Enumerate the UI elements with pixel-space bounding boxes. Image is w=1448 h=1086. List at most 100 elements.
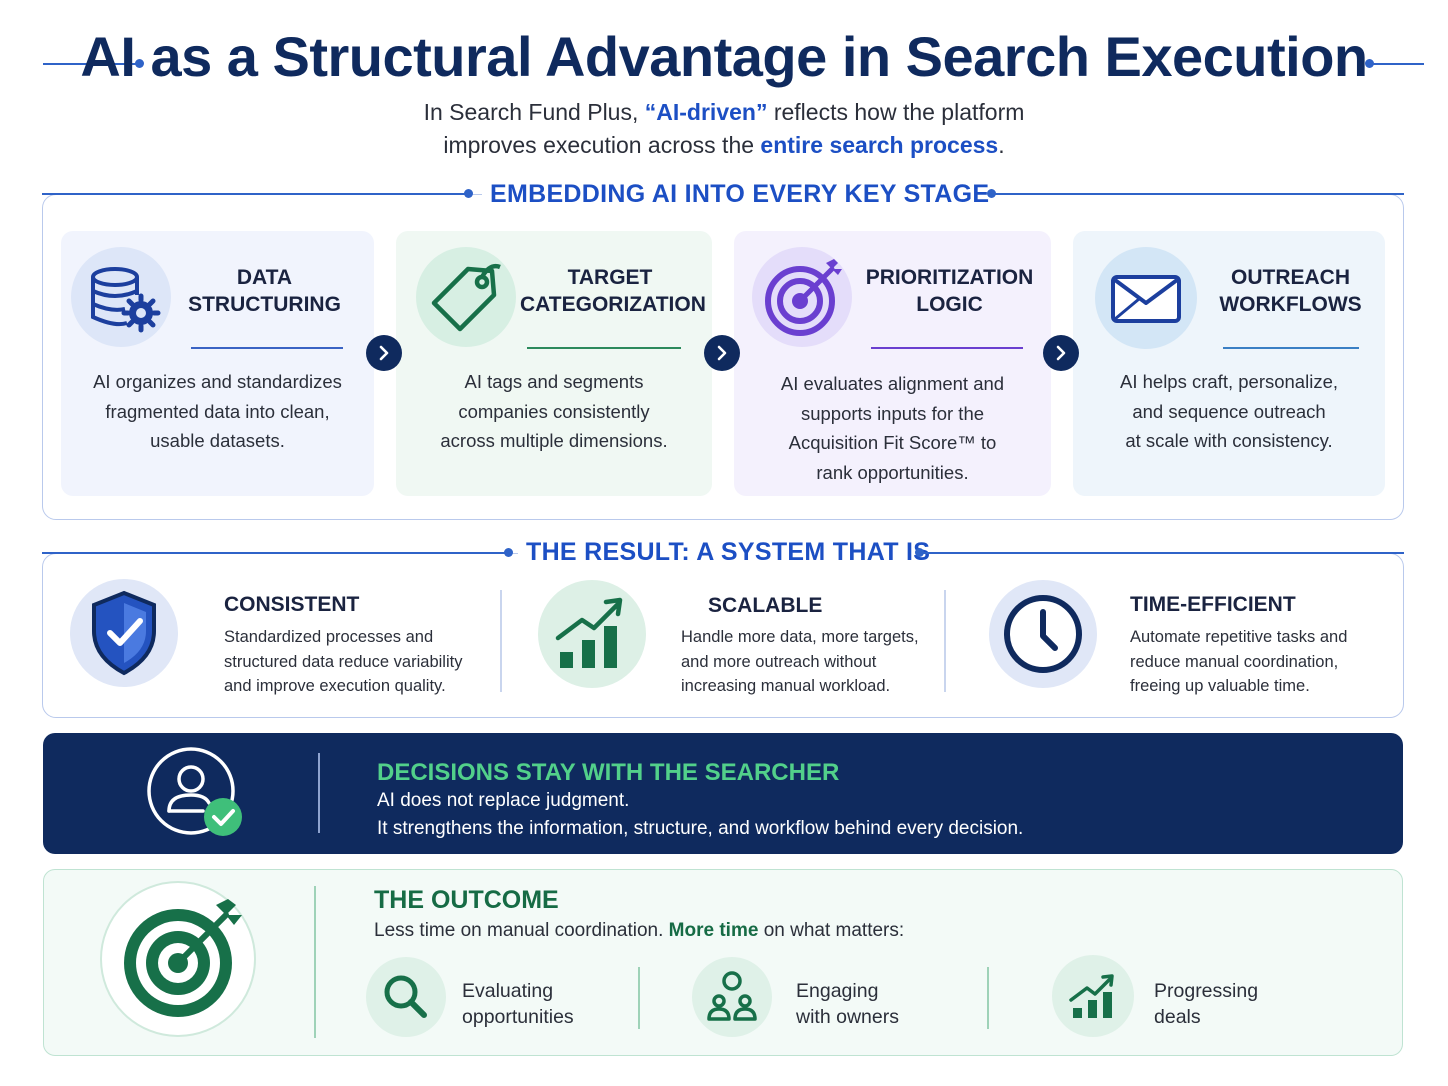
growth-chart-icon xyxy=(1052,955,1134,1037)
result-description: Standardized processes and structured da… xyxy=(224,625,462,699)
outcome-item-line: with owners xyxy=(796,1006,899,1028)
outcome-divider xyxy=(314,886,316,1038)
result-desc-line: and improve execution quality. xyxy=(224,677,446,695)
stage-desc-line: AI evaluates alignment and xyxy=(780,373,1005,394)
subtitle-highlight-search-process: entire search process xyxy=(760,132,999,158)
stage-desc-line: AI helps craft, personalize, xyxy=(1120,371,1338,392)
stage-title-line: CATEGORIZATION xyxy=(520,293,706,316)
chevron-right-icon xyxy=(366,335,402,371)
page-title: AI as a Structural Advantage in Search E… xyxy=(80,25,1368,88)
title-rule-left xyxy=(43,63,139,65)
stage-desc-line: rank opportunities. xyxy=(816,461,969,483)
result-desc-line: Handle more data, more targets, xyxy=(681,628,919,646)
people-icon xyxy=(692,957,772,1037)
result-title: CONSISTENT xyxy=(224,593,360,616)
outcome-item-divider xyxy=(638,967,640,1029)
stage-rule xyxy=(1223,347,1359,349)
outcome-sub-highlight: More time xyxy=(668,920,759,941)
stage-title-line: TARGET xyxy=(567,266,653,289)
stage-title-line: PRIORITIZATION xyxy=(865,266,1034,289)
stage-card-data-structuring: DATA STRUCTURING AI organizes and standa… xyxy=(61,231,374,496)
clock-icon xyxy=(989,580,1097,688)
target-arrow-icon xyxy=(752,247,852,347)
stage-title: TARGET CATEGORIZATION xyxy=(520,264,706,318)
stages-head-rule-right xyxy=(994,193,1404,195)
subtitle-text: In Search Fund Plus, xyxy=(423,99,645,125)
result-head-rule-left xyxy=(42,552,508,554)
stages-head-dot-right xyxy=(987,189,996,198)
outcome-item-line: Progressing xyxy=(1154,980,1259,1002)
result-heading: THE RESULT: A SYSTEM THAT IS xyxy=(518,538,939,567)
subtitle-text: reflects how the platform xyxy=(767,99,1025,125)
outcome-sub-text: Less time on manual coordination. xyxy=(374,920,669,941)
title-dot-left xyxy=(135,59,144,68)
title-dot-right xyxy=(1365,59,1374,68)
stage-desc-line: AI tags and segments xyxy=(464,371,644,392)
stage-card-outreach-workflows: OUTREACH WORKFLOWS AI helps craft, perso… xyxy=(1073,231,1385,496)
stage-desc-line: Acquisition Fit Score™ to xyxy=(788,432,997,453)
stage-card-prioritization-logic: PRIORITIZATION LOGIC AI evaluates alignm… xyxy=(734,231,1051,496)
decisions-line-1: AI does not replace judgment. xyxy=(377,790,630,811)
tag-icon xyxy=(416,247,516,347)
subtitle-text: . xyxy=(998,132,1005,158)
stage-desc-line: at scale with consistency. xyxy=(1125,430,1333,451)
stage-desc-line: across multiple dimensions. xyxy=(440,430,668,451)
magnifier-icon xyxy=(366,957,446,1037)
result-desc-line: structured data reduce variability xyxy=(224,652,463,671)
outcome-item-line: deals xyxy=(1154,1006,1201,1028)
result-head-dot-right xyxy=(915,548,924,557)
result-desc-line: increasing manual workload. xyxy=(681,677,891,695)
outcome-subtitle: Less time on manual coordination. More t… xyxy=(374,920,904,942)
outcome-sub-text: on what matters: xyxy=(758,920,905,941)
outcome-item-line: Engaging xyxy=(796,980,879,1002)
stage-desc-line: supports inputs for the xyxy=(800,402,985,424)
result-desc-line: and more outreach without xyxy=(681,652,877,671)
outcome-item-line: Evaluating xyxy=(462,980,554,1002)
stage-description: AI helps craft, personalize, and sequenc… xyxy=(1083,367,1375,456)
stage-rule xyxy=(871,347,1023,349)
outcome-item-progressing: Progressing deals xyxy=(1154,978,1258,1030)
growth-chart-icon xyxy=(538,580,646,688)
result-desc-line: Automate repetitive tasks and xyxy=(1130,628,1348,646)
stage-desc-line: and sequence outreach xyxy=(1132,400,1326,422)
stage-desc-line: AI organizes and standardizes xyxy=(93,371,342,392)
result-desc-line: freeing up valuable time. xyxy=(1130,677,1310,695)
user-check-icon xyxy=(145,745,245,845)
subtitle-highlight-ai-driven: “AI-driven” xyxy=(644,99,768,125)
stage-title-line: STRUCTURING xyxy=(188,293,341,316)
result-head-rule-right xyxy=(922,552,1404,554)
stage-title: DATA STRUCTURING xyxy=(187,264,342,318)
chevron-right-icon xyxy=(704,335,740,371)
result-divider xyxy=(500,590,502,692)
decisions-title: DECISIONS STAY WITH THE SEARCHER xyxy=(377,759,840,786)
outcome-item-evaluating: Evaluating opportunities xyxy=(462,978,574,1030)
envelope-icon xyxy=(1095,247,1197,349)
chevron-right-icon xyxy=(1043,335,1079,371)
result-desc-line: reduce manual coordination, xyxy=(1130,652,1339,671)
stage-description: AI organizes and standardizes fragmented… xyxy=(71,367,364,456)
stage-title-line: OUTREACH xyxy=(1231,266,1350,289)
stage-desc-line: usable datasets. xyxy=(150,430,285,451)
outcome-panel: THE OUTCOME Less time on manual coordina… xyxy=(43,869,1403,1056)
result-description: Automate repetitive tasks and reduce man… xyxy=(1130,625,1347,699)
shield-check-icon xyxy=(70,579,178,687)
result-title: TIME-EFFICIENT xyxy=(1130,593,1296,616)
result-desc-line: Standardized processes and xyxy=(224,628,434,646)
stage-title: PRIORITIZATION LOGIC xyxy=(862,264,1037,318)
target-arrow-icon xyxy=(100,881,256,1037)
stage-desc-line: companies consistently xyxy=(458,400,650,422)
stage-card-target-categorization: TARGET CATEGORIZATION AI tags and segmen… xyxy=(396,231,712,496)
database-gear-icon xyxy=(71,247,171,347)
outcome-item-line: opportunities xyxy=(462,1006,574,1028)
stage-title-line: DATA xyxy=(236,266,293,289)
stage-description: AI tags and segments companies consisten… xyxy=(406,367,702,456)
decisions-banner: DECISIONS STAY WITH THE SEARCHER AI does… xyxy=(43,733,1403,854)
stage-description: AI evaluates alignment and supports inpu… xyxy=(744,369,1041,487)
result-head-dot-left xyxy=(504,548,513,557)
result-title: SCALABLE xyxy=(708,594,823,617)
page-subtitle: In Search Fund Plus, “AI-driven” reflect… xyxy=(324,96,1124,162)
result-description: Handle more data, more targets, and more… xyxy=(681,625,919,699)
stages-head-dot-left xyxy=(464,189,473,198)
subtitle-text: improves execution across the xyxy=(443,132,761,158)
stages-heading: EMBEDDING AI INTO EVERY KEY STAGE xyxy=(482,180,998,209)
